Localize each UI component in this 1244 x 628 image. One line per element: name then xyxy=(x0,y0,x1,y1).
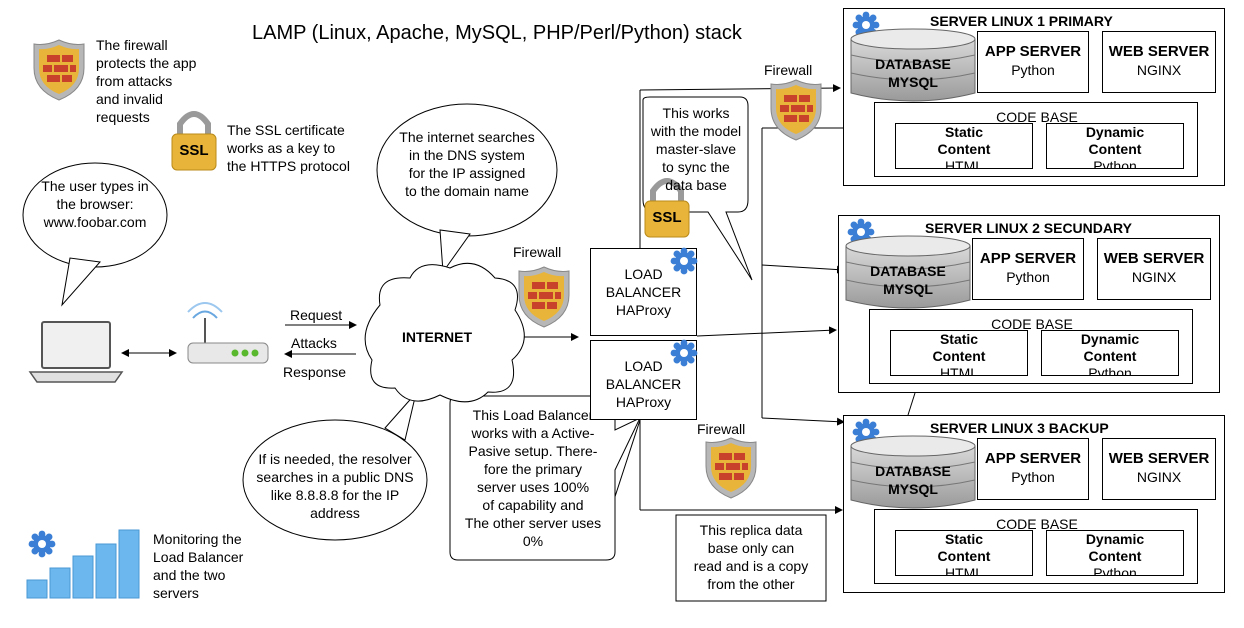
resolver-bubble xyxy=(242,419,428,541)
load-balancer-2: LOAD BALANCER HAProxy xyxy=(590,339,698,420)
internet-label: INTERNET xyxy=(402,329,472,345)
gear-icon xyxy=(670,247,698,275)
gear-icon xyxy=(670,339,698,367)
user-bubble-tail xyxy=(61,257,101,307)
monitoring-chart-icon xyxy=(26,529,140,599)
internet-cloud xyxy=(364,262,525,403)
server-title: SERVER LINUX 2 SECUNDARY xyxy=(925,220,1132,236)
firewall-shield-icon xyxy=(32,38,86,107)
gear-icon xyxy=(28,530,56,558)
server-title: SERVER LINUX 1 PRIMARY xyxy=(930,13,1113,29)
firewall-shield-icon xyxy=(517,265,571,334)
firewall-shield-icon xyxy=(704,436,758,505)
firewall-label: Firewall xyxy=(513,244,562,260)
request-label: Request xyxy=(290,307,343,323)
load-balancer-1: LOAD BALANCER HAProxy xyxy=(590,247,698,336)
firewall-label: Firewall xyxy=(764,62,813,78)
ssl-lock-icon: SSL xyxy=(643,175,691,246)
laptop-icon xyxy=(28,321,124,383)
server-title: SERVER LINUX 3 BACKUP xyxy=(930,420,1109,436)
attacks-label: Attacks xyxy=(291,335,337,351)
page-title: LAMP (Linux, Apache, MySQL, PHP/Perl/Pyt… xyxy=(252,22,742,44)
firewall-label: Firewall xyxy=(697,421,746,437)
firewall-shield-icon xyxy=(769,78,823,147)
router-icon xyxy=(187,302,269,364)
ssl-lock-icon: SSL xyxy=(170,108,218,179)
replica-box xyxy=(675,514,827,602)
response-label: Response xyxy=(283,364,347,380)
